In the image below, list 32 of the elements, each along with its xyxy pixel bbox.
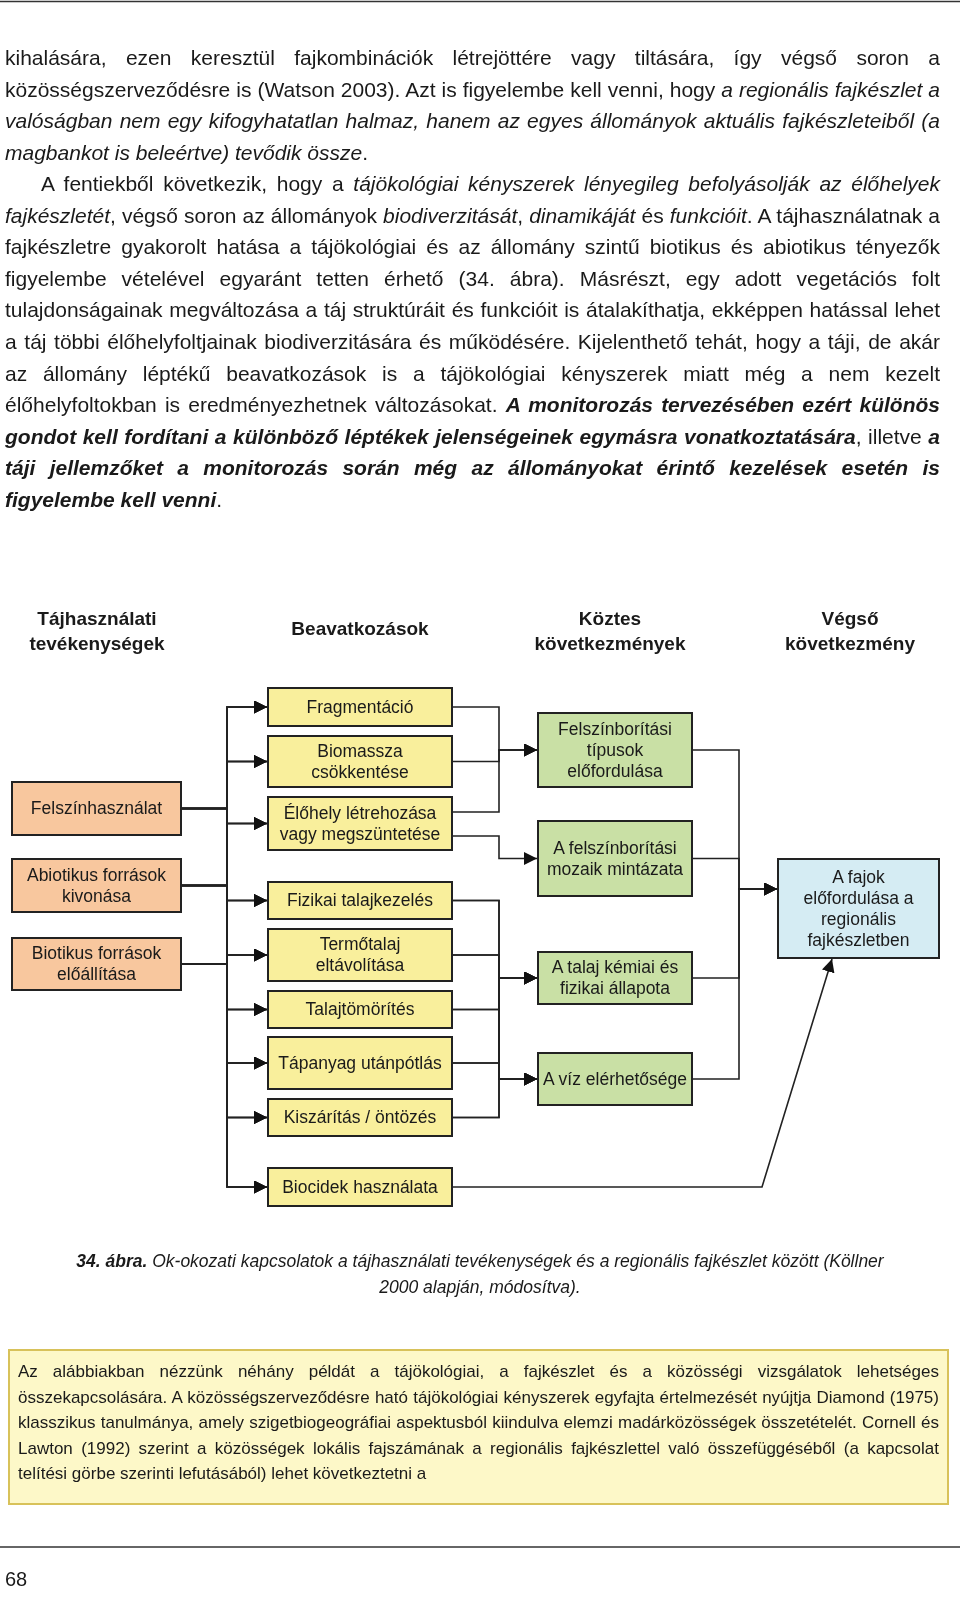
arrow xyxy=(452,743,538,813)
effect-box: Felszínborítási típusok előfordulása xyxy=(537,712,693,788)
intervention-box: Kiszárítás / öntözés xyxy=(267,1098,453,1137)
intervention-box: Talajtömörítés xyxy=(267,990,453,1029)
body-paragraph: A fentiekből következik, hogy a tájökológiai kényszerek lényegileg befolyásolják az élőhelyek fajkészletét, végső soron az állományok biodiverzitását, dinamikáját és funkcióit. A tájhasználatnak a fajkészletre gyakorolt hatása a tájökológiai és az állomány szintű biotikus és abiotikus tényezők figyelembe vételével egyaránt tetten érhető (34. ábra). Másrészt, egy adott vegetációs folt tulajdonságainak megváltozása a táj struktúráit és funkcióit is átalakíthatja, ekképpen hatással lehet a táj többi élőhelyfoltjainak biodiverzitására és működésére. Kijelenthető tehát, hogy a táji, de akár az állomány léptékű beavatkozások is a tájökológiai kényszerek miatt még a nem kezelt élőhelyfoltokban is eredményezhetnek változásokat. A monitorozás tervezésében ezért különös gondot kell fordítani a különböző léptékek jelenségeinek egymásra vonatkoztatására, illetve a táji jellemzőket a monitorozás során még az állományokat érintő kezelések esetén is figyelembe kell venni. xyxy=(5,171,940,513)
outcome-box: A fajok előfordulása a regionális fajkészletben xyxy=(777,858,940,959)
intervention-box: Biomassza csökkentése xyxy=(267,735,453,788)
arrow xyxy=(181,963,268,1194)
intervention-box: Termőtalaj eltávolítása xyxy=(267,928,453,982)
page-number: 68 xyxy=(5,1568,28,1591)
intervention-box: Fragmentáció xyxy=(267,687,453,727)
activity-box: Felszínhasználat xyxy=(11,781,182,836)
column-heading: Végső következmény xyxy=(784,607,916,656)
figure-caption: 34. ábra. Ok-okozati kapcsolatok a tájhasználati tevékenységek és a regionális fajkészlet között (Köllner 2000 alapján, módosítva). xyxy=(75,1250,885,1299)
arrow xyxy=(452,958,835,1188)
column-heading: Beavatkozások xyxy=(290,617,430,641)
activity-box: Biotikus források előállítása xyxy=(11,937,182,991)
intervention-box: Élőhely létrehozása vagy megszüntetése xyxy=(267,796,453,851)
arrow xyxy=(692,882,778,1080)
effect-box: A felszínborítási mozaik mintázata xyxy=(537,820,693,897)
activity-box: Abiotikus források kivonása xyxy=(11,858,182,913)
body-paragraph: kihalására, ezen keresztül fajkombinációk létrejöttére vagy tiltására, így végső soron a közösségszerveződésre is (Watson 2003). Azt is figyelembe kell venni, hogy a regionális fajkészlet a valóságban nem egy kifogyhatatlan halmaz, hanem az egyes állományok aktuális fajkészleteiből (a magbankot is beleértve) tevődik össze. xyxy=(5,45,940,166)
arrow xyxy=(452,835,538,865)
intervention-box: Biocidek használata xyxy=(267,1167,453,1207)
effect-box: A talaj kémiai és fizikai állapota xyxy=(537,951,693,1005)
column-heading: Köztes következmények xyxy=(533,607,687,656)
intervention-box: Fizikai talajkezelés xyxy=(267,881,453,920)
column-heading: Tájhasználati tevékenységek xyxy=(28,607,166,656)
note-box: Az alábbiakban nézzünk néhány példát a tájökológiai, a fajkészlet és a közösségi vizsgálatok lehetséges összekapcsolására. A közösségszerveződésre ható tájökológiai kényszerek egyfajta értelmezését nyújtja Diamond (1975) klasszikus tanulmánya, amely szigetbiogeográfiai aspektusból kiindulva elemzi madárközösségek összetételét. Cornell és Lawton (1992) szerint a közösségek lokális fajszámának a regionális fajkészlettel való összefüggéséből (a kapcsolat telítési görbe szerinti lefutásából) lehet következtetni a xyxy=(8,1349,949,1505)
intervention-box: Tápanyag utánpótlás xyxy=(267,1036,453,1090)
effect-box: A víz elérhetősége xyxy=(537,1052,693,1106)
arrow xyxy=(452,1072,538,1119)
